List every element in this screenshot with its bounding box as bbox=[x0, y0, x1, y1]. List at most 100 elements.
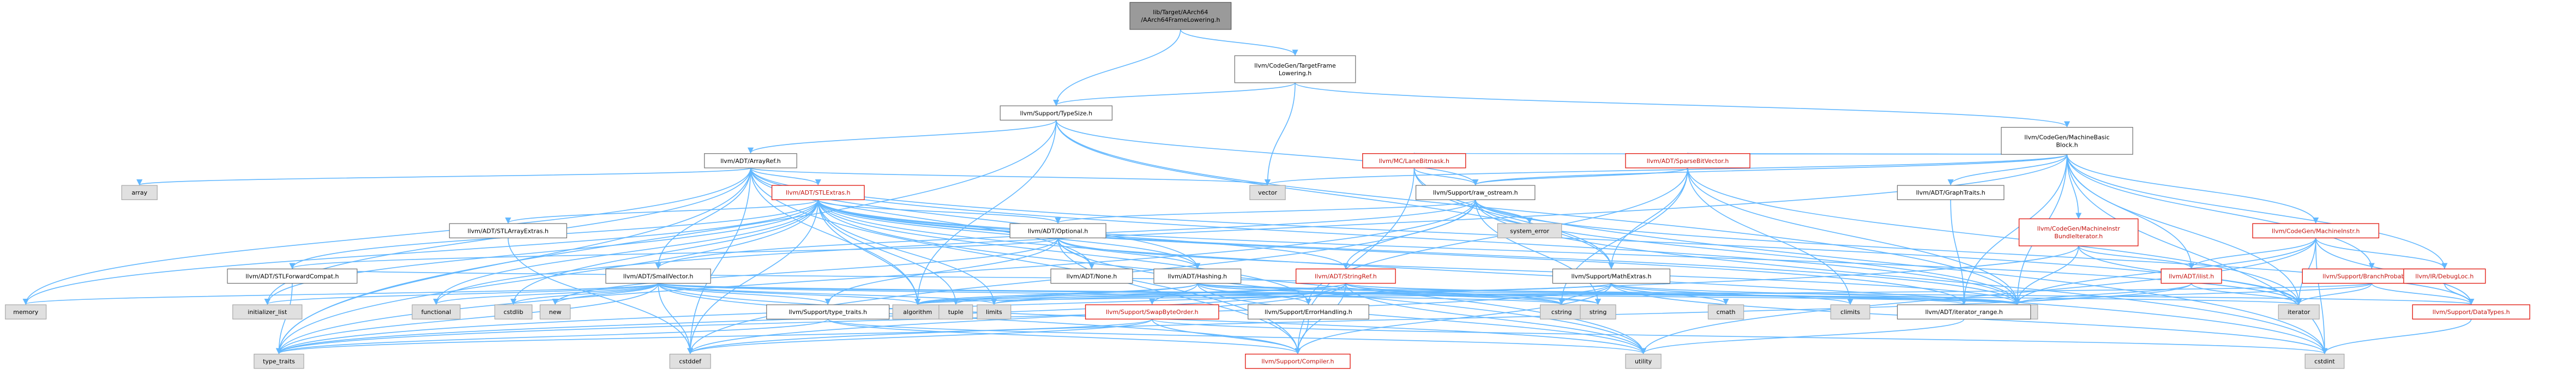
node-box bbox=[1000, 105, 1113, 120]
node-hashing[interactable]: llvm/ADT/Hashing.h bbox=[1153, 268, 1242, 284]
node-label: llvm/CodeGen/TargetFrame bbox=[1254, 62, 1336, 69]
node-stringref[interactable]: llvm/ADT/StringRef.h bbox=[1295, 268, 1396, 284]
node-rawostream[interactable]: llvm/Support/raw_ostream.h bbox=[1415, 185, 1536, 200]
edge-rawostream-to-string bbox=[1474, 200, 1602, 305]
node-box bbox=[771, 185, 865, 201]
node-label: llvm/ADT/STLArrayExtras.h bbox=[468, 227, 549, 234]
node-functional: functional bbox=[412, 304, 461, 319]
node-none[interactable]: llvm/ADT/None.h bbox=[1050, 268, 1133, 284]
node-label: climits bbox=[1840, 309, 1860, 316]
edge-stlextras-to-algorithm bbox=[817, 200, 921, 305]
node-box bbox=[1897, 304, 2031, 319]
node-label: cmath bbox=[1717, 309, 1736, 316]
node-debugloc[interactable]: llvm/IR/DebugLoc.h bbox=[2403, 268, 2486, 284]
edge-smallvector-to-type_traits bbox=[276, 283, 659, 354]
edge-smallvector-to-cstring bbox=[658, 282, 1564, 305]
edge-hashing-to-datatypes bbox=[1197, 282, 2474, 305]
node-label: llvm/ADT/SmallVector.h bbox=[623, 273, 694, 280]
node-datatypes[interactable]: llvm/Support/DataTypes.h bbox=[2412, 304, 2530, 319]
edge-mbb-to-rawostream bbox=[1472, 154, 2068, 186]
node-stlextras[interactable]: llvm/ADT/STLExtras.h bbox=[771, 185, 865, 201]
edge-stlextras-to-functional bbox=[433, 200, 819, 305]
node-compiler[interactable]: llvm/Support/Compiler.h bbox=[1245, 353, 1351, 369]
edge-smallvector-to-cstdlib bbox=[510, 282, 659, 305]
node-algorithm: algorithm bbox=[892, 304, 943, 319]
node-label: initializer_list bbox=[248, 309, 287, 316]
node-box bbox=[412, 304, 461, 319]
node-label: llvm/Support/raw_ostream.h bbox=[1433, 189, 1518, 196]
node-box bbox=[1234, 55, 1356, 83]
node-label: cstddef bbox=[679, 358, 702, 365]
edge-machineinstr-to-ilist bbox=[2188, 238, 2316, 269]
node-box bbox=[766, 304, 890, 319]
node-box bbox=[2018, 218, 2139, 246]
edge-stlextras-to-tuple bbox=[817, 200, 959, 305]
node-label: llvm/Support/ErrorHandling.h bbox=[1265, 309, 1352, 316]
edge-mathextras-to-limits bbox=[991, 282, 1612, 305]
edge-mibundle-to-ilist bbox=[2078, 245, 2195, 269]
node-box bbox=[1497, 223, 1562, 239]
node-graphtraits[interactable]: llvm/ADT/GraphTraits.h bbox=[1897, 185, 2005, 200]
node-utility: utility bbox=[1625, 353, 1662, 369]
node-mibundle[interactable]: llvm/CodeGen/MachineInstrBundleIterator.… bbox=[2018, 218, 2139, 246]
edge-smallvector-to-memory bbox=[23, 282, 659, 305]
edge-arrayref-to-none bbox=[750, 167, 1095, 269]
edge-mbb-to-graphtraits bbox=[1947, 154, 2068, 186]
edge-typesize-to-algorithm bbox=[914, 120, 1057, 305]
node-ilist[interactable]: llvm/ADT/ilist.h bbox=[2160, 268, 2222, 284]
edge-stlextras-to-initializer_list bbox=[264, 200, 819, 305]
edge-hashing-to-tuple bbox=[953, 282, 1198, 305]
node-arrayref[interactable]: llvm/ADT/ArrayRef.h bbox=[704, 153, 797, 168]
node-swapbyte[interactable]: llvm/Support/SwapByteOrder.h bbox=[1085, 304, 1219, 319]
node-iterator_range[interactable]: llvm/ADT/iterator_range.h bbox=[1897, 304, 2031, 319]
node-label: llvm/Support/type_traits.h bbox=[789, 309, 866, 316]
edge-typetraits_h-to-utility bbox=[827, 318, 1646, 354]
node-root[interactable]: lib/Target/AArch64/AArch64FrameLowering.… bbox=[1129, 2, 1232, 30]
edge-stlextras-to-optional bbox=[817, 199, 1061, 224]
edge-sparsebv-to-iterator bbox=[1687, 167, 2302, 305]
edge-smallvector-to-limits bbox=[658, 282, 997, 305]
node-smallvector[interactable]: llvm/ADT/SmallVector.h bbox=[605, 268, 711, 284]
node-label: utility bbox=[1635, 358, 1652, 365]
node-box bbox=[938, 304, 973, 319]
node-array: array bbox=[121, 185, 158, 200]
node-lanebitmask[interactable]: llvm/MC/LaneBitmask.h bbox=[1362, 153, 1466, 168]
node-label: BundleIterator.h bbox=[2054, 233, 2103, 240]
node-typesize[interactable]: llvm/Support/TypeSize.h bbox=[1000, 105, 1113, 120]
node-stlarrayextras[interactable]: llvm/ADT/STLArrayExtras.h bbox=[449, 223, 567, 239]
node-box bbox=[2001, 126, 2133, 155]
edge-mathextras-to-climits bbox=[1611, 282, 1853, 305]
node-box bbox=[1153, 268, 1242, 284]
node-label: new bbox=[549, 309, 562, 316]
node-label: llvm/Support/SwapByteOrder.h bbox=[1106, 309, 1199, 316]
node-sparsebv[interactable]: llvm/ADT/SparseBitVector.h bbox=[1625, 153, 1750, 168]
node-label: llvm/IR/DebugLoc.h bbox=[2415, 273, 2473, 280]
node-label: llvm/Support/Compiler.h bbox=[1261, 358, 1334, 365]
node-box bbox=[1415, 185, 1536, 200]
edge-errorhandling-to-compiler bbox=[1295, 319, 1309, 354]
node-machineinstr[interactable]: llvm/CodeGen/MachineInstr.h bbox=[2252, 223, 2380, 239]
node-typetraits_h[interactable]: llvm/Support/type_traits.h bbox=[766, 304, 890, 319]
node-label: llvm/ADT/None.h bbox=[1067, 273, 1117, 280]
node-label: llvm/Support/TypeSize.h bbox=[1020, 110, 1093, 117]
node-errorhandling[interactable]: llvm/Support/ErrorHandling.h bbox=[1248, 304, 1369, 319]
edge-lanebitmask-to-cstdint bbox=[1413, 167, 2328, 354]
edge-tfl-to-typesize bbox=[1053, 82, 1296, 106]
node-box bbox=[254, 353, 304, 369]
node-label: cstring bbox=[1551, 309, 1572, 316]
node-stlforward[interactable]: llvm/ADT/STLForwardCompat.h bbox=[227, 268, 358, 284]
node-box bbox=[494, 304, 533, 319]
node-box bbox=[605, 268, 711, 284]
node-label: functional bbox=[421, 309, 451, 316]
node-label: cstdlib bbox=[503, 309, 523, 316]
node-label: llvm/ADT/GraphTraits.h bbox=[1916, 189, 1985, 196]
node-cstdlib: cstdlib bbox=[494, 304, 533, 319]
node-box bbox=[1580, 304, 1616, 319]
node-label: llvm/ADT/Optional.h bbox=[1028, 227, 1088, 234]
node-label: llvm/ADT/STLForwardCompat.h bbox=[245, 273, 339, 280]
node-optional[interactable]: llvm/ADT/Optional.h bbox=[1009, 223, 1106, 239]
node-label: llvm/ADT/ilist.h bbox=[2169, 273, 2214, 280]
node-mathextras[interactable]: llvm/Support/MathExtras.h bbox=[1552, 268, 1671, 284]
